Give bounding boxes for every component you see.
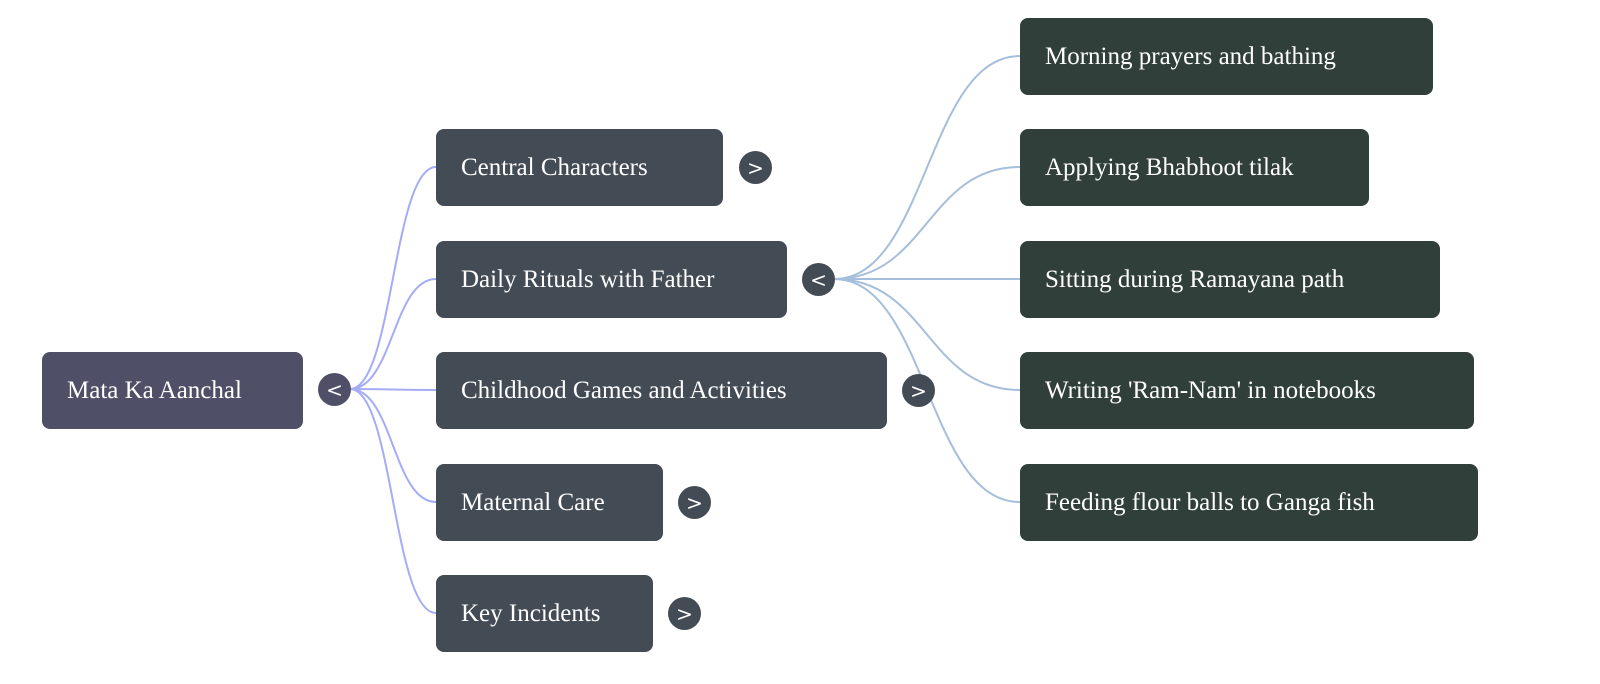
expand-childhood-games-toggle[interactable]: > bbox=[902, 374, 935, 407]
expand-central-characters-toggle[interactable]: > bbox=[739, 151, 772, 184]
leaf-feeding-fish[interactable]: Feeding flour balls to Ganga fish bbox=[1020, 464, 1478, 541]
collapse-root-toggle[interactable]: < bbox=[318, 373, 351, 406]
branch-central-characters[interactable]: Central Characters bbox=[436, 129, 723, 206]
edge-root-branch-3 bbox=[349, 388, 437, 503]
leaf-bhabhoot-tilak[interactable]: Applying Bhabhoot tilak bbox=[1020, 129, 1369, 206]
leaf-ram-nam[interactable]: Writing 'Ram-Nam' in notebooks bbox=[1020, 352, 1474, 429]
edge-daily-leaf-1 bbox=[833, 166, 1021, 280]
branch-daily-rituals[interactable]: Daily Rituals with Father bbox=[436, 241, 787, 318]
root-node[interactable]: Mata Ka Aanchal bbox=[42, 352, 303, 429]
expand-key-incidents-toggle[interactable]: > bbox=[668, 597, 701, 630]
edge-daily-leaf-0 bbox=[833, 55, 1021, 280]
edge-root-branch-0 bbox=[349, 166, 437, 390]
branch-key-incidents[interactable]: Key Incidents bbox=[436, 575, 653, 652]
leaf-morning-prayers[interactable]: Morning prayers and bathing bbox=[1020, 18, 1433, 95]
leaf-ramayana-path[interactable]: Sitting during Ramayana path bbox=[1020, 241, 1440, 318]
edge-root-branch-4 bbox=[349, 388, 437, 614]
branch-childhood-games[interactable]: Childhood Games and Activities bbox=[436, 352, 887, 429]
expand-maternal-care-toggle[interactable]: > bbox=[678, 486, 711, 519]
edge-root-branch-1 bbox=[349, 278, 437, 390]
branch-maternal-care[interactable]: Maternal Care bbox=[436, 464, 663, 541]
edge-root-branch-2 bbox=[349, 388, 437, 391]
edge-daily-leaf-3 bbox=[833, 278, 1021, 391]
collapse-daily-rituals-toggle[interactable]: < bbox=[802, 263, 835, 296]
